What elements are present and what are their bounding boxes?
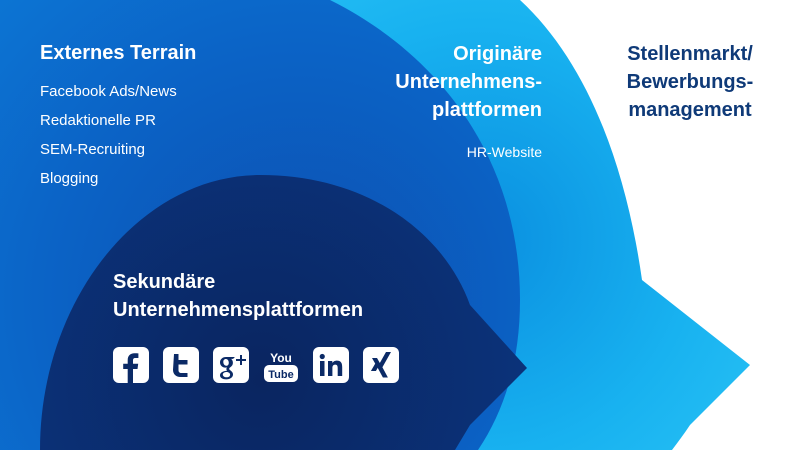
list-item: SEM-Recruiting xyxy=(40,141,146,158)
secondary-platforms-title: Sekundäre Unternehmensplattformen xyxy=(113,268,363,324)
list-item: Blogging xyxy=(40,170,99,187)
social-icons: You Tube xyxy=(113,347,399,383)
external-terrain-list: Facebook Ads/News Redaktionelle PR SEM-R… xyxy=(40,77,177,193)
title-line: Unternehmens- xyxy=(395,71,542,93)
list-item: Facebook Ads/News xyxy=(40,83,177,100)
linkedin-icon xyxy=(313,347,349,383)
title-line: Unternehmensplattformen xyxy=(113,299,364,321)
original-platforms-title: Originäre Unternehmens- plattformen xyxy=(370,40,542,124)
svg-text:You: You xyxy=(270,351,292,365)
svg-text:Tube: Tube xyxy=(268,369,293,381)
list-item: Redaktionelle PR xyxy=(40,112,156,129)
xing-icon xyxy=(363,347,399,383)
youtube-icon: You Tube xyxy=(264,351,298,382)
stellenmarkt-title: Stellenmarkt/ Bewerbungs- management xyxy=(605,40,775,124)
twitter-icon xyxy=(163,347,199,383)
google-plus-icon xyxy=(213,347,249,383)
title-line: management xyxy=(628,99,752,121)
title-line: plattformen xyxy=(432,99,542,121)
title-line: Sekundäre xyxy=(113,271,216,293)
secondary-platforms-region xyxy=(40,175,527,450)
title-line: Stellenmarkt/ xyxy=(627,43,753,65)
facebook-icon xyxy=(113,347,149,383)
title-line: Bewerbungs- xyxy=(626,71,754,93)
title-line: Originäre xyxy=(453,43,542,65)
external-terrain-title: Externes Terrain xyxy=(40,42,197,64)
hr-website-label: HR-Website xyxy=(466,144,542,160)
